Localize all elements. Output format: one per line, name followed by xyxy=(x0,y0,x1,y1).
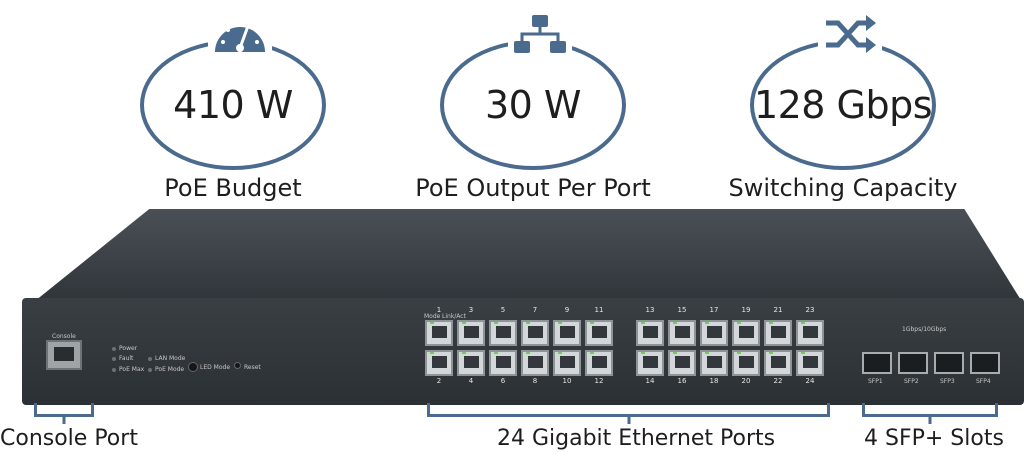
sfp-slot-label: SFP4 xyxy=(976,378,991,385)
port-number: 14 xyxy=(645,377,655,385)
port-number: 7 xyxy=(532,306,538,314)
ethernet-port xyxy=(668,350,696,376)
sfp-slot-label: SFP1 xyxy=(868,378,883,385)
led-lan-mode: LAN Mode xyxy=(148,355,185,362)
console-bracket xyxy=(34,403,94,417)
port-number: 3 xyxy=(468,306,474,314)
port-number: 12 xyxy=(594,377,604,385)
port-number: 1 xyxy=(436,306,442,314)
network-switch xyxy=(0,205,1024,405)
port-number: 23 xyxy=(805,306,815,314)
led-mode-label: LED Mode xyxy=(200,364,231,371)
console-label: Console xyxy=(52,333,76,340)
ethernet-port xyxy=(585,350,613,376)
port-number: 15 xyxy=(677,306,687,314)
led-poe-mode: PoE Mode xyxy=(148,366,184,373)
led-poe-max: PoE Max xyxy=(112,366,144,373)
stat-label: PoE Budget xyxy=(164,174,302,202)
port-number: 4 xyxy=(468,377,474,385)
port-number: 21 xyxy=(773,306,783,314)
ethernet-ports-1-12 xyxy=(425,320,613,376)
port-number: 20 xyxy=(741,377,751,385)
stat-value: 30 W xyxy=(484,83,582,127)
speedometer-icon xyxy=(208,10,272,58)
led-fault: Fault xyxy=(112,355,133,362)
ethernet-port xyxy=(553,350,581,376)
ethernet-ports-label: 24 Gigabit Ethernet Ports xyxy=(497,426,776,451)
port-number: 16 xyxy=(677,377,687,385)
ethernet-bracket xyxy=(427,403,830,417)
stat-label: Switching Capacity xyxy=(728,174,958,202)
mode-label: Mode xyxy=(424,313,441,320)
stat-ring xyxy=(440,40,626,170)
port-number: 13 xyxy=(645,306,655,314)
ethernet-port xyxy=(732,320,760,346)
port-number: 11 xyxy=(594,306,604,314)
console-port xyxy=(46,340,82,370)
stat-ring xyxy=(750,40,936,170)
stat-value: 128 Gbps xyxy=(753,83,933,127)
ethernet-port xyxy=(764,350,792,376)
port-number: 6 xyxy=(500,377,506,385)
port-number: 19 xyxy=(741,306,751,314)
ethernet-port xyxy=(521,350,549,376)
console-port-label: Console Port xyxy=(0,426,138,451)
port-number: 10 xyxy=(562,377,572,385)
port-number: 9 xyxy=(564,306,570,314)
ethernet-port xyxy=(732,350,760,376)
sfp-slots xyxy=(862,352,1000,374)
ethernet-port xyxy=(764,320,792,346)
port-number: 24 xyxy=(805,377,815,385)
ethernet-port xyxy=(489,320,517,346)
switch-top-cover xyxy=(30,209,1024,305)
sfp-bracket xyxy=(862,403,998,417)
port-number: 22 xyxy=(773,377,783,385)
port-number: 5 xyxy=(500,306,506,314)
ethernet-port xyxy=(700,350,728,376)
led-power: Power xyxy=(112,345,137,352)
ethernet-port xyxy=(585,320,613,346)
sfp-slot xyxy=(970,352,1000,374)
port-number: 18 xyxy=(709,377,719,385)
sfp-slots-label: 4 SFP+ Slots xyxy=(864,426,1004,451)
reset-button xyxy=(234,362,241,369)
ethernet-port xyxy=(457,320,485,346)
port-number: 17 xyxy=(709,306,719,314)
ethernet-port xyxy=(489,350,517,376)
sfp-slot-label: SFP2 xyxy=(904,378,919,385)
ethernet-port xyxy=(636,320,664,346)
ethernet-port xyxy=(521,320,549,346)
ethernet-port xyxy=(553,320,581,346)
sfp-slot xyxy=(898,352,928,374)
ethernet-port xyxy=(796,320,824,346)
sfp-slot xyxy=(862,352,892,374)
ethernet-port xyxy=(796,350,824,376)
port-number: 8 xyxy=(532,377,538,385)
sfp-slot-label: SFP3 xyxy=(940,378,955,385)
link-act-label: Link/Act xyxy=(442,313,466,320)
stat-value: 410 W xyxy=(173,83,293,127)
ethernet-port xyxy=(425,350,453,376)
ethernet-port xyxy=(636,350,664,376)
sfp-speed-label: 1Gbps/10Gbps xyxy=(902,326,947,333)
ethernet-port xyxy=(425,320,453,346)
shuffle-icon xyxy=(818,10,882,58)
ethernet-port xyxy=(457,350,485,376)
sfp-slot xyxy=(934,352,964,374)
ethernet-port xyxy=(700,320,728,346)
port-number: 2 xyxy=(436,377,442,385)
stat-label: PoE Output Per Port xyxy=(415,174,651,202)
reset-label: Reset xyxy=(244,364,261,371)
ethernet-ports-13-24 xyxy=(636,320,824,376)
network-icon xyxy=(508,10,572,58)
ethernet-port xyxy=(668,320,696,346)
led-mode-button xyxy=(188,362,198,372)
